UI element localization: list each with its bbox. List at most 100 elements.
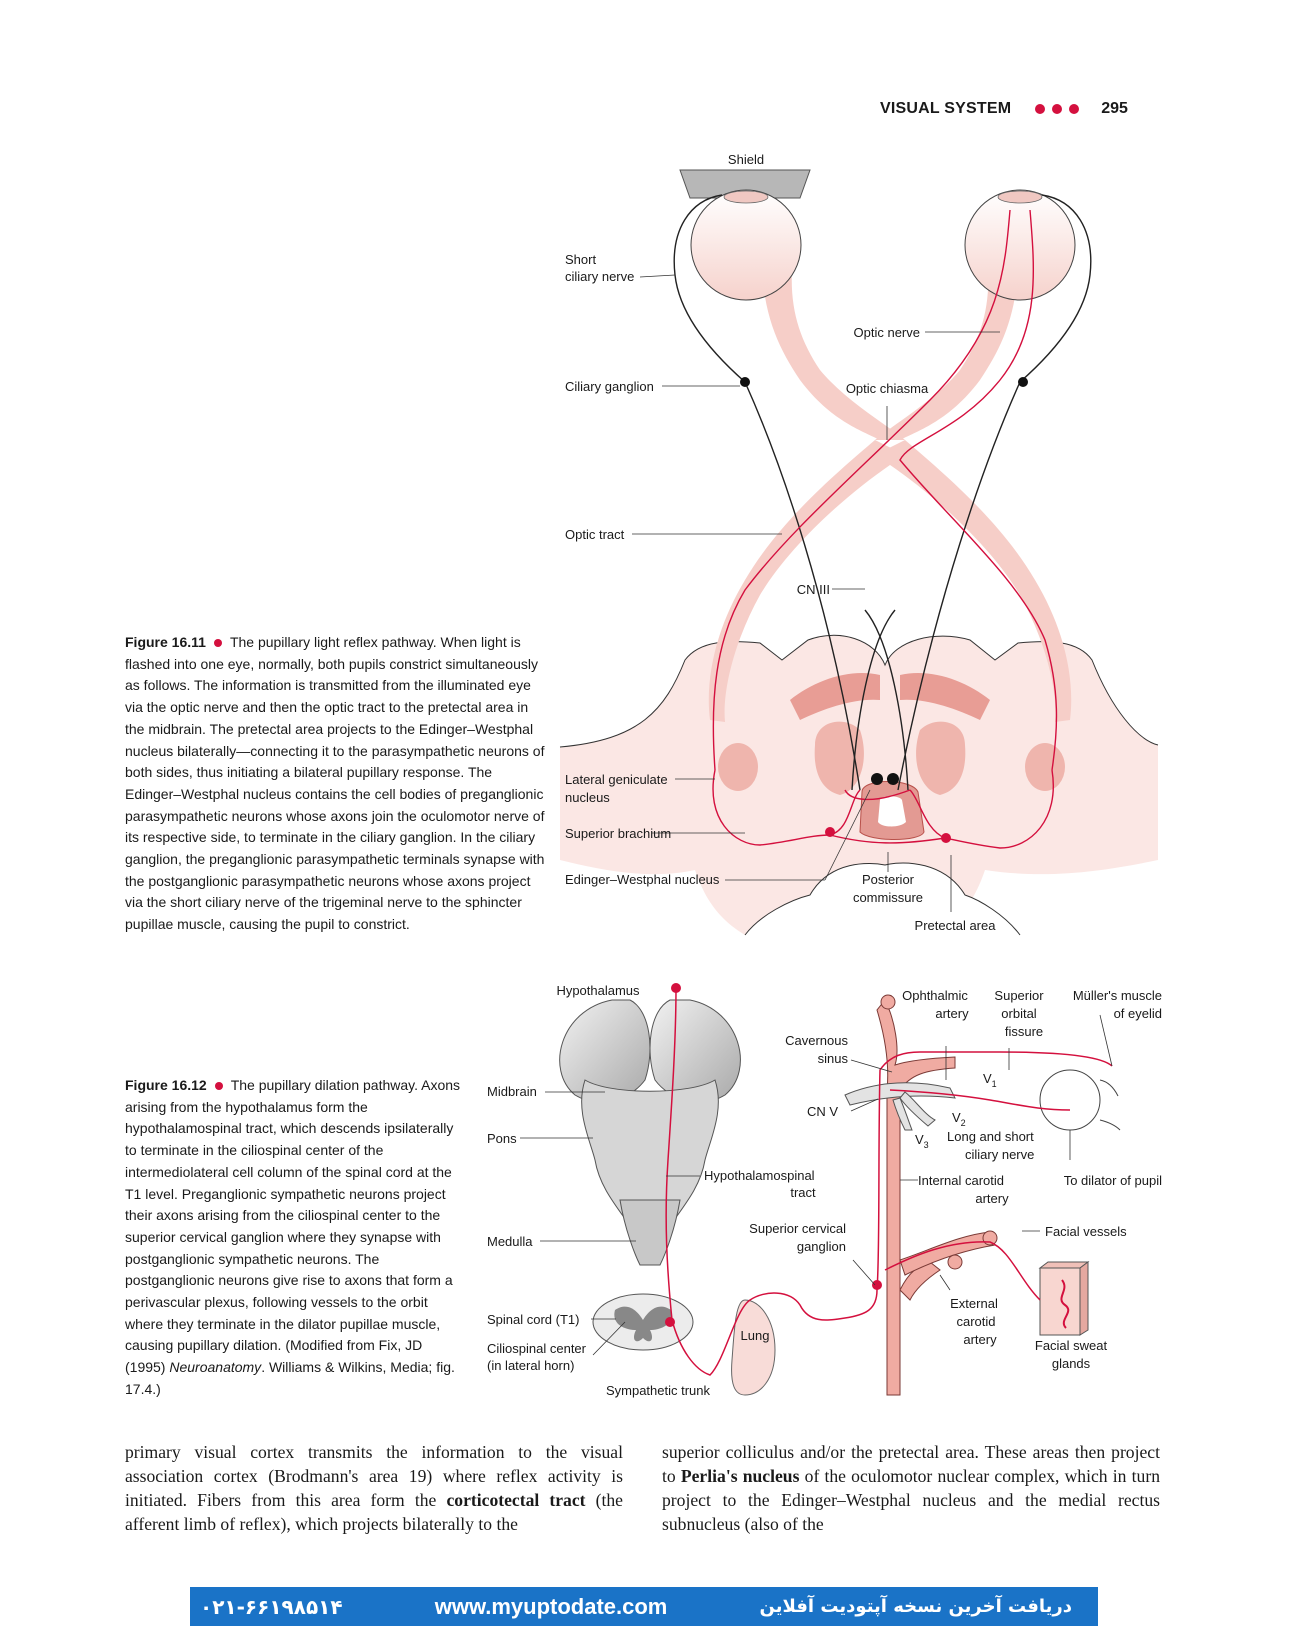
label-ophthalmic-2: artery	[935, 1006, 969, 1021]
label-posterior-1: Posterior	[862, 872, 915, 887]
body-left-text-1: primary visual cortex transmits the info…	[125, 1442, 623, 1510]
caption-bullet	[213, 638, 222, 647]
label-external-carotid-2: carotid	[956, 1314, 995, 1329]
nucleus-right	[916, 721, 966, 795]
label-ciliospinal-1: Ciliospinal center	[487, 1341, 587, 1356]
eye-left	[690, 189, 802, 301]
lgn-left	[718, 743, 758, 791]
afferent-fibers	[712, 209, 1058, 849]
label-superior-brachium: Superior brachium	[565, 826, 671, 841]
footer-url-link[interactable]: www.myuptodate.com	[434, 1593, 668, 1619]
label-short-ciliary-2: ciliary nerve	[565, 269, 634, 284]
label-sympathetic-trunk: Sympathetic trunk	[606, 1383, 711, 1398]
colliculus-left	[790, 672, 880, 720]
label-sweat-2: glands	[1052, 1356, 1091, 1371]
label-long-short-1: Long and short	[947, 1129, 1034, 1144]
label-pretectal-area: Pretectal area	[915, 918, 997, 933]
body-left-bold: corticotectal tract	[446, 1490, 586, 1510]
label-ciliary-ganglion: Ciliary ganglion	[565, 379, 654, 394]
label-internal-carotid-1: Internal carotid	[918, 1173, 1004, 1188]
label-external-carotid-3: artery	[963, 1332, 997, 1347]
lung	[731, 1299, 776, 1396]
label-external-carotid-1: External	[950, 1296, 998, 1311]
cerebral-aqueduct	[878, 796, 906, 827]
label-optic-chiasma: Optic chiasma	[846, 381, 929, 396]
eye-right	[964, 189, 1076, 301]
label-edinger-westphal: Edinger–Westphal nucleus	[565, 872, 720, 887]
label-midbrain: Midbrain	[487, 1084, 537, 1099]
label-hypothalamospinal-2: tract	[790, 1185, 816, 1200]
leader-lines	[632, 274, 1000, 912]
label-muller-1: Müller's muscle	[1073, 988, 1162, 1003]
parasympathetic-nerves	[673, 194, 1092, 791]
label-facial-vessels: Facial vessels	[1045, 1224, 1127, 1239]
label-muller-2: of eyelid	[1114, 1006, 1162, 1021]
footer-banner[interactable]: ۰۲۱-۶۶۱۹۸۵۱۴ www.myuptodate.com دریافت آ…	[190, 1587, 1098, 1626]
label-dilator: To dilator of pupil	[1064, 1173, 1162, 1188]
label-optic-tract: Optic tract	[565, 527, 625, 542]
colliculus-right	[900, 672, 990, 720]
spinal-cord-section	[592, 1293, 694, 1351]
label-superior-orbital-1: Superior	[994, 988, 1044, 1003]
figure-16-12-diagram: Hypothalamus Midbrain Pons Medulla Spina…	[487, 983, 1162, 1398]
header-dots	[1035, 104, 1080, 114]
label-cn-v: CN V	[807, 1104, 838, 1119]
footer-persian-text: دریافت آخرین نسخه آپتودیت آفلاین	[759, 1596, 1072, 1617]
label-sweat-1: Facial sweat	[1035, 1338, 1108, 1353]
label-short-ciliary-1: Short	[565, 252, 596, 267]
running-header: VISUAL SYSTEM 295	[880, 96, 1170, 122]
label-lgn-1: Lateral geniculate	[565, 772, 668, 787]
body-right-bold: Perlia's nucleus	[680, 1466, 800, 1486]
label-shield: Shield	[728, 152, 764, 167]
ciliospinal-neuron	[665, 1317, 675, 1327]
lgn-right	[1025, 743, 1065, 791]
label-superior-orbital-3: fissure	[1005, 1024, 1043, 1039]
cn-v-branches	[844, 1082, 956, 1131]
figure-16-12-italic: Neuroanatomy	[169, 1359, 262, 1376]
label-superior-cervical-1: Superior cervical	[749, 1221, 846, 1236]
body-right-text-1: superior colliculus and/or the pretectal…	[662, 1442, 1160, 1486]
body-right-text-2: of the oculomotor nuclear complex, which…	[662, 1466, 1160, 1534]
figure-16-12-text: The pupillary dilation pathway. Axons ar…	[125, 1077, 461, 1376]
label-spinal-cord: Spinal cord (T1)	[487, 1312, 579, 1327]
footer-phone: ۰۲۱-۶۶۱۹۸۵۱۴	[200, 1594, 343, 1619]
sympathetic-pathway	[665, 987, 1113, 1376]
label-v3: V3	[915, 1132, 929, 1150]
leader-lines-fig-12	[520, 1014, 1113, 1356]
figure-16-11-label: Figure 16.11	[125, 634, 206, 650]
page-number: 295	[1101, 100, 1128, 117]
brainstem	[559, 999, 741, 1266]
running-title: VISUAL SYSTEM	[880, 100, 1012, 117]
label-ophthalmic-1: Ophthalmic	[902, 988, 968, 1003]
label-hypothalamospinal-1: Hypothalamospinal	[704, 1168, 815, 1183]
label-internal-carotid-2: artery	[975, 1191, 1009, 1206]
hypothalamus-neuron	[671, 983, 681, 993]
pretectal-nucleus-left	[825, 827, 835, 837]
caption-bullet	[214, 1081, 223, 1090]
label-cavernous-1: Cavernous	[785, 1033, 848, 1048]
label-hypothalamus: Hypothalamus	[556, 983, 640, 998]
ciliary-ganglion-left	[740, 377, 750, 387]
ew-nucleus-left	[871, 773, 883, 785]
sweat-gland	[1038, 1261, 1090, 1336]
label-long-short-2: ciliary nerve	[965, 1147, 1034, 1162]
label-medulla: Medulla	[487, 1234, 533, 1249]
label-posterior-2: commissure	[853, 890, 923, 905]
eye-fig-12	[1039, 1069, 1101, 1131]
pretectal-nucleus-right	[941, 833, 951, 843]
label-ciliospinal-2: (in lateral horn)	[487, 1358, 574, 1373]
figure-16-11-text: The pupillary light reflex pathway. When…	[125, 634, 545, 933]
figure-16-12-label: Figure 16.12	[125, 1077, 207, 1093]
figure-16-11-diagram: Shield Short ciliary nerve Optic nerve C…	[559, 152, 1159, 936]
shield	[679, 169, 811, 199]
label-cavernous-2: sinus	[818, 1051, 849, 1066]
body-left-text-2: (the afferent limb of reflex), which pro…	[125, 1490, 623, 1534]
body-column-right: superior colliculus and/or the pretectal…	[662, 1440, 1160, 1536]
ciliary-ganglion-right	[1018, 377, 1028, 387]
superior-cervical-ganglion	[872, 1280, 882, 1290]
body-column-left: primary visual cortex transmits the info…	[125, 1440, 623, 1536]
ew-nucleus-right	[887, 773, 899, 785]
figure-16-12-text-end: . Williams & Wilkins, Media; fig. 17.4.)	[125, 1359, 455, 1397]
